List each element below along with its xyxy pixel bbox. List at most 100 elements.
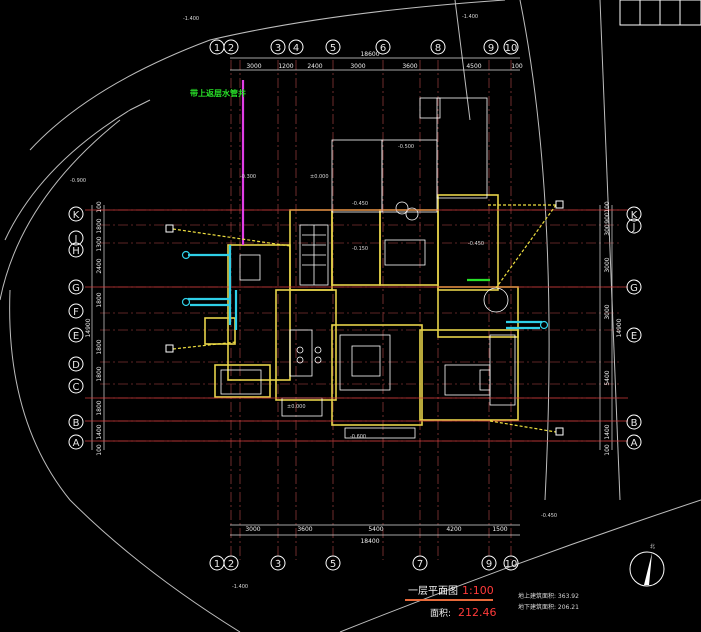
svg-text:18600: 18600 [360,51,379,58]
axis-bubbles-right [626,206,642,450]
callout-leaders [172,204,557,433]
plan-title: 一层平面图 [408,585,458,597]
svg-text:100: 100 [96,444,103,456]
axis-labels-bottom: 1 2 3 5 7 9 10 [214,559,518,570]
svg-text:2400: 2400 [307,63,322,70]
svg-text:-0.300: -0.300 [240,174,256,180]
svg-text:J: J [74,234,78,245]
svg-text:1800: 1800 [96,339,103,354]
dimension-lines [91,57,613,536]
svg-text:10: 10 [505,559,518,570]
svg-text:100: 100 [604,444,611,456]
grid-lines [100,60,620,560]
svg-text:1800: 1800 [96,218,103,233]
svg-text:±0.000: ±0.000 [287,404,306,410]
area-label: 面积: [430,607,451,619]
svg-text:-0.500: -0.500 [398,144,414,150]
svg-text:9: 9 [486,559,492,570]
svg-text:3000: 3000 [350,63,365,70]
svg-text:6: 6 [380,43,386,54]
svg-text:K: K [631,210,638,221]
svg-text:1200: 1200 [278,63,293,70]
svg-text:-0.450: -0.450 [352,201,368,207]
svg-text:E: E [73,331,79,342]
svg-text:J: J [632,222,636,233]
svg-text:C: C [73,382,80,393]
axis-bubbles-left [68,206,84,450]
svg-text:5400: 5400 [604,370,611,385]
svg-text:1400: 1400 [96,424,103,439]
bottom-dimensions: 3000 3600 5400 4200 1500 18400 [245,526,507,545]
svg-text:1400: 1400 [604,424,611,439]
svg-text:10: 10 [505,43,518,54]
svg-text:3: 3 [275,559,281,570]
svg-text:900: 900 [604,212,611,224]
svg-text:2400: 2400 [96,258,103,273]
svg-text:2: 2 [228,559,234,570]
svg-text:1500: 1500 [492,526,507,533]
svg-text:B: B [631,418,638,429]
svg-text:1300: 1300 [96,236,103,251]
svg-text:±0.000: ±0.000 [310,174,329,180]
svg-text:-1.400: -1.400 [183,16,199,22]
svg-text:5: 5 [330,43,336,54]
svg-text:5: 5 [330,559,336,570]
svg-text:H: H [72,246,80,257]
axis-labels-right: K J G E B A [630,210,638,449]
area-value: 212.46 [458,606,497,619]
svg-text:2: 2 [228,43,234,54]
axis-labels-left: K J H G F E D C B A [72,210,80,449]
svg-text:F: F [73,307,79,318]
svg-text:G: G [72,283,80,294]
svg-text:14900: 14900 [616,318,623,337]
svg-text:-1.400: -1.400 [462,14,478,20]
svg-text:3000: 3000 [604,304,611,319]
interior-walls [220,97,516,439]
svg-text:100: 100 [604,201,611,213]
svg-text:100: 100 [96,201,103,213]
svg-text:9: 9 [488,43,494,54]
svg-text:3600: 3600 [402,63,417,70]
top-dimensions: 3000 1200 2400 3000 3600 4500 100 18600 [246,51,523,70]
svg-text:1800: 1800 [96,292,103,307]
plan-scale: 1:100 [462,584,494,597]
north-label: 北 [650,543,655,550]
svg-text:4200: 4200 [446,526,461,533]
svg-text:4500: 4500 [466,63,481,70]
svg-text:300: 300 [604,224,611,236]
axis-bubbles-bottom [209,555,519,571]
above-ground-area-note: 地上建筑面积: 363.92 [518,592,579,600]
svg-text:G: G [630,283,638,294]
svg-text:3600: 3600 [297,526,312,533]
svg-text:3: 3 [275,43,281,54]
title-block: 一层平面图 1:100 面积: 212.46 地上建筑面积: 363.92 地下… [405,584,579,619]
svg-text:3000: 3000 [245,526,260,533]
building-walls [204,194,519,426]
svg-text:-0.900: -0.900 [70,178,86,184]
below-ground-area-note: 地下建筑面积: 206.21 [518,603,579,611]
svg-text:-0.600: -0.600 [350,434,366,440]
axis-labels-top: 1 2 3 4 5 6 8 9 10 [214,43,518,54]
svg-text:14900: 14900 [85,318,92,337]
svg-text:-1.400: -1.400 [232,584,248,590]
axis-bubbles-top [209,39,519,55]
callout-boxes [165,200,564,436]
svg-text:-0.450: -0.450 [468,241,484,247]
left-dimensions: 100 1800 1300 2400 1800 1800 1800 1800 1… [85,201,103,456]
right-dimensions: 100 900 300 3000 3000 5400 1400 100 1490… [604,201,623,456]
svg-text:1: 1 [214,559,220,570]
svg-text:100: 100 [511,63,523,70]
drain-pipes [188,80,542,330]
svg-text:-0.150: -0.150 [352,246,368,252]
svg-text:-0.450: -0.450 [541,513,557,519]
svg-text:A: A [631,438,638,449]
svg-text:1800: 1800 [96,400,103,415]
svg-text:18400: 18400 [360,538,379,545]
svg-text:K: K [73,210,80,221]
axis-highlight-lines [85,209,628,442]
pipe-shaft-note: 带上返层水管井 [190,88,246,98]
svg-text:A: A [73,438,80,449]
north-arrow-icon [629,551,665,587]
svg-text:7: 7 [417,559,423,570]
